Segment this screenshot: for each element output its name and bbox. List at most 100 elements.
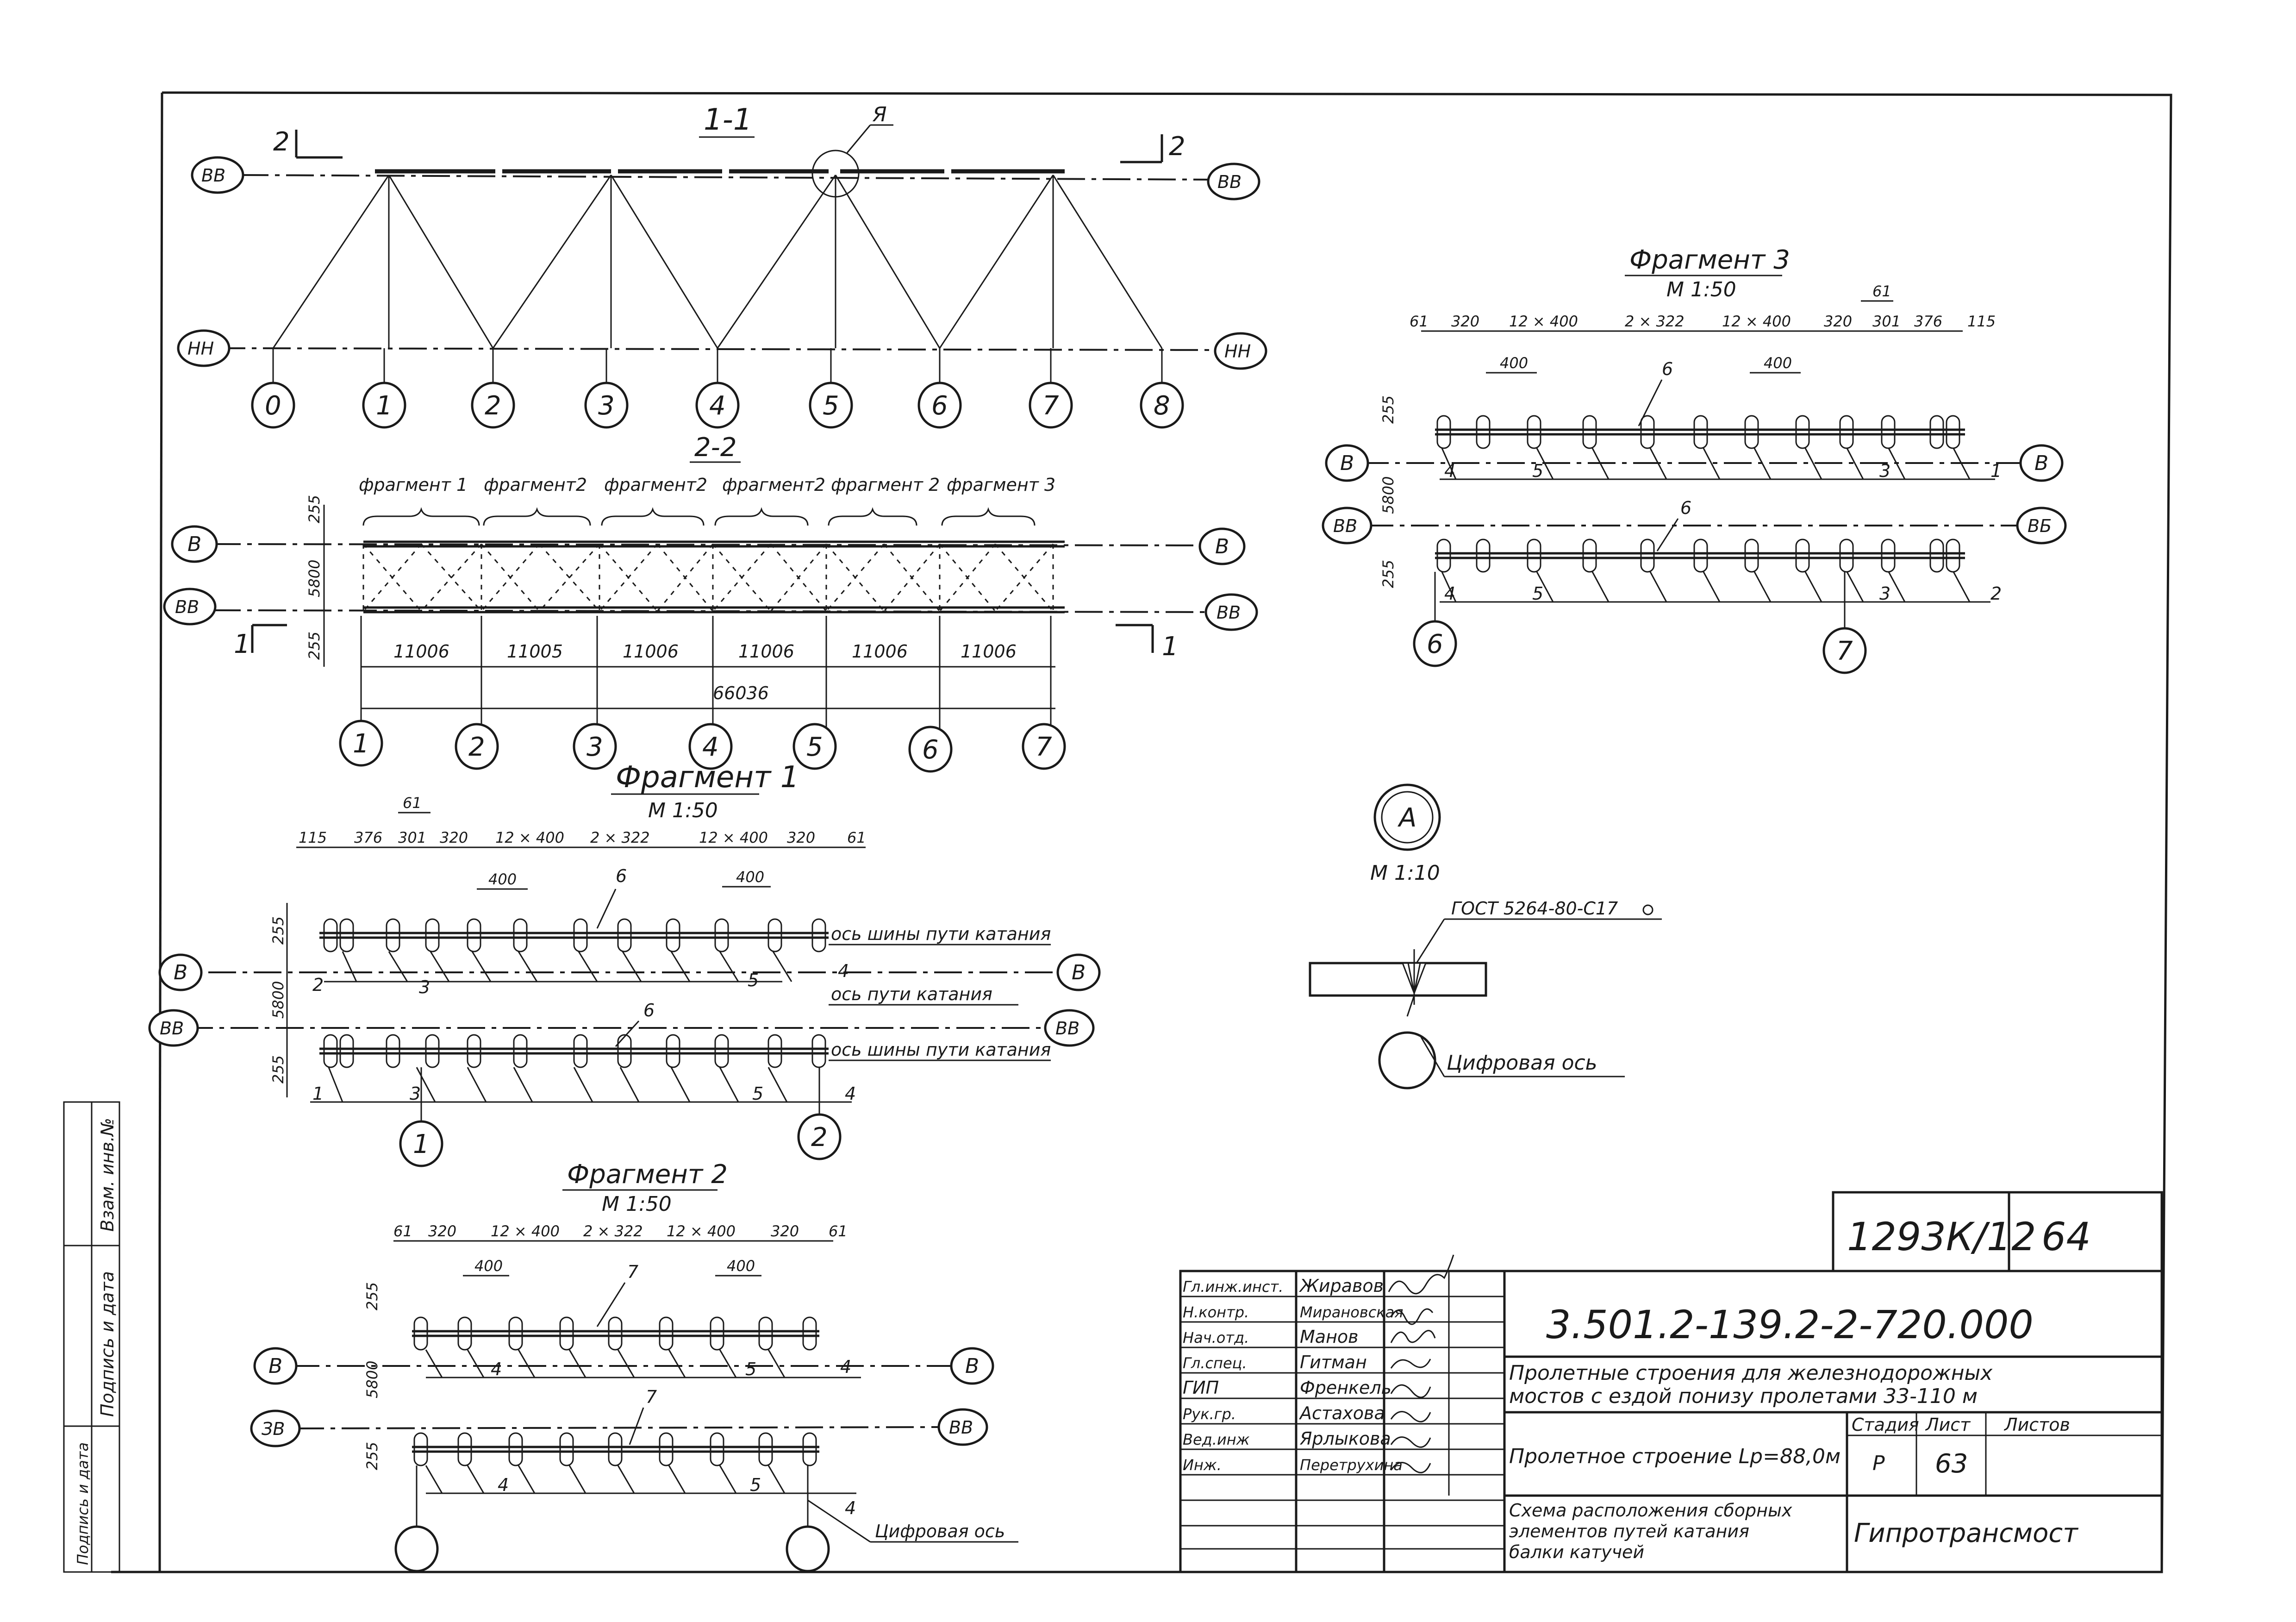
name-4: Френкель <box>1300 1378 1391 1398</box>
f1-dim-61: 61 <box>847 829 866 846</box>
f3-end-b-right: В <box>2034 451 2048 475</box>
s22-dim-5800: 5800 <box>306 560 323 597</box>
f3-dim-320a: 320 <box>1451 313 1479 330</box>
axis-5: 5 <box>823 391 839 421</box>
f1-dim-12x400a: 12 × 400 <box>495 829 564 846</box>
detail-a: А М 1:10 ГОСТ 5264-80-С17 Цифровая ось <box>1309 783 1662 1090</box>
f3-label-4-bottom: 4 <box>1444 583 1455 604</box>
detail-a-scale: М 1:10 <box>1370 861 1440 885</box>
title-block: 1293К/12 64 Гл.инж.инст. Жиpавов Н.контр… <box>1179 1191 2163 1573</box>
f2-end-b-left: В <box>268 1354 282 1378</box>
fragment1-dims: 115 376 301 320 12 × 400 2 × 322 12 × 40… <box>296 829 866 929</box>
fragment3-leaders: 6 <box>1440 448 1995 603</box>
s22-axis-1: 1 <box>353 729 369 759</box>
span-1: 11006 <box>393 641 449 662</box>
f3-dim-2x322: 2 × 322 <box>1625 313 1685 330</box>
s22-cut-mark-right: 1 <box>1162 632 1179 662</box>
f1-dim-320: 320 <box>440 829 468 846</box>
name-1: Мирановская <box>1300 1303 1403 1321</box>
drawing-code: 3.501.2-139.2-2-720.000 <box>1546 1302 2034 1347</box>
f1-dim-320b: 320 <box>787 829 815 846</box>
f3-label-3-top: 3 <box>1879 461 1890 481</box>
role-4: ГИП <box>1183 1378 1219 1398</box>
f2-inner-400b: 400 <box>727 1257 755 1275</box>
role-7: Инж. <box>1183 1456 1222 1474</box>
f3-vdim-255b: 255 <box>1379 560 1397 588</box>
fragment-heading-1: фрагмент 1 <box>359 475 468 495</box>
role-6: Вед.инж <box>1183 1431 1250 1448</box>
f3-axis-7: 7 <box>1836 636 1853 666</box>
f3-dim-320b: 320 <box>1824 313 1852 330</box>
f3-end-bb-left: ВВ <box>1333 516 1357 536</box>
f1-dim-115: 115 <box>299 829 327 846</box>
f1-label-5-bottom: 5 <box>752 1083 763 1104</box>
f1-inner-400a: 400 <box>488 870 517 888</box>
truss-web <box>272 175 1163 349</box>
f1-label-4-top: 4 <box>838 961 849 981</box>
span-3: 11006 <box>623 641 679 662</box>
detail-a-axis-note: Цифровая ось <box>1447 1051 1597 1075</box>
f3-label-1-top: 1 <box>1990 461 2002 481</box>
f2-label-7-top: 7 <box>627 1262 638 1282</box>
role-1: Н.контр. <box>1183 1303 1249 1321</box>
f1-dim-2x322: 2 × 322 <box>590 829 650 846</box>
cut-mark-2-right: 2 <box>1169 132 1185 162</box>
f2-dim-320b: 320 <box>771 1222 799 1240</box>
s22-axis-5: 5 <box>806 732 823 762</box>
fragment-heading-4: фрагмент2 <box>722 475 825 495</box>
f3-vdim-5800: 5800 <box>1379 476 1397 514</box>
f3-dim-376: 376 <box>1914 313 1942 330</box>
sheet-value: 63 <box>1935 1449 1968 1479</box>
fragment2-scale: М 1:50 <box>602 1192 672 1216</box>
f2-vdim-5800: 5800 <box>363 1361 381 1398</box>
f1-vdim-255a: 255 <box>269 916 287 945</box>
fragment-heading-6: фрагмент 3 <box>947 475 1055 495</box>
f1-label-1-bottom: 1 <box>312 1083 324 1104</box>
axis-4: 4 <box>709 391 726 421</box>
side-stamp-signature-2: Подпись и дата <box>74 1442 92 1565</box>
f2-end-zv-left: ЗВ <box>262 1419 285 1439</box>
f2-dim-12x400a: 12 × 400 <box>491 1222 560 1240</box>
name-5: Астахова <box>1298 1403 1385 1423</box>
s22-end-b-right: В <box>1215 535 1229 558</box>
stage-label: Стадия <box>1852 1415 1919 1435</box>
cut-mark-2-left: 2 <box>273 127 290 157</box>
f1-label-4-bottom: 4 <box>845 1083 856 1104</box>
f3-top-dim: 61 <box>1872 282 1891 300</box>
side-stamp-signature: Подпись и дата <box>97 1271 118 1417</box>
end-bubble-top-right: ВВ <box>1217 172 1242 192</box>
axis-8: 8 <box>1154 391 1170 421</box>
f1-note-track-axis: ось пути катания <box>831 984 992 1004</box>
f2-inner-400a: 400 <box>474 1257 503 1275</box>
s22-cut-mark-left: 1 <box>234 629 250 659</box>
axis-7: 7 <box>1042 391 1059 421</box>
page-number: 64 <box>2041 1214 2091 1259</box>
f1-inner-400b: 400 <box>736 868 764 886</box>
f1-end-b-left: В <box>174 961 187 984</box>
f3-label-2-bottom: 2 <box>1990 583 2002 604</box>
callout-a-letter: Я <box>872 103 887 126</box>
object-name: Пролетное строение Lр=88,0м <box>1509 1445 1841 1468</box>
f3-label-3-bottom: 3 <box>1879 583 1890 604</box>
span-6: 11006 <box>961 641 1017 662</box>
name-6: Ярлыкова <box>1299 1428 1391 1449</box>
f3-axis-6: 6 <box>1427 629 1443 659</box>
f3-dim-12x400b: 12 × 400 <box>1722 313 1791 330</box>
side-stamp: Взам. инв.№ Подпись и дата Подпись и дат… <box>63 1101 120 1573</box>
section-1-1-end-bubbles: ВВ ВВ НН НН <box>177 156 1267 370</box>
f3-end-b-left: В <box>1340 451 1354 475</box>
fragment-3: Фрагмент 3 М 1:50 61 61 320 12 × 400 2 ×… <box>1322 245 2067 674</box>
role-5: Рук.гр. <box>1183 1405 1236 1423</box>
fragment1-clips-top <box>323 918 826 952</box>
f2-label-4-top-right: 4 <box>840 1357 851 1377</box>
f3-dim-12x400a: 12 × 400 <box>1509 313 1578 330</box>
fragment2-clips-bottom <box>413 1432 817 1466</box>
role-2: Нач.отд. <box>1183 1329 1249 1346</box>
f2-dim-320a: 320 <box>428 1222 456 1240</box>
bracing-panels <box>362 543 1054 612</box>
fragment1-scale: М 1:50 <box>648 799 718 822</box>
s22-dim-255-top: 255 <box>306 495 323 523</box>
f3-label-5-bottom: 5 <box>1532 583 1543 604</box>
f1-dim-12x400b: 12 × 400 <box>699 829 768 846</box>
name-7: Перетрухина <box>1300 1456 1403 1474</box>
